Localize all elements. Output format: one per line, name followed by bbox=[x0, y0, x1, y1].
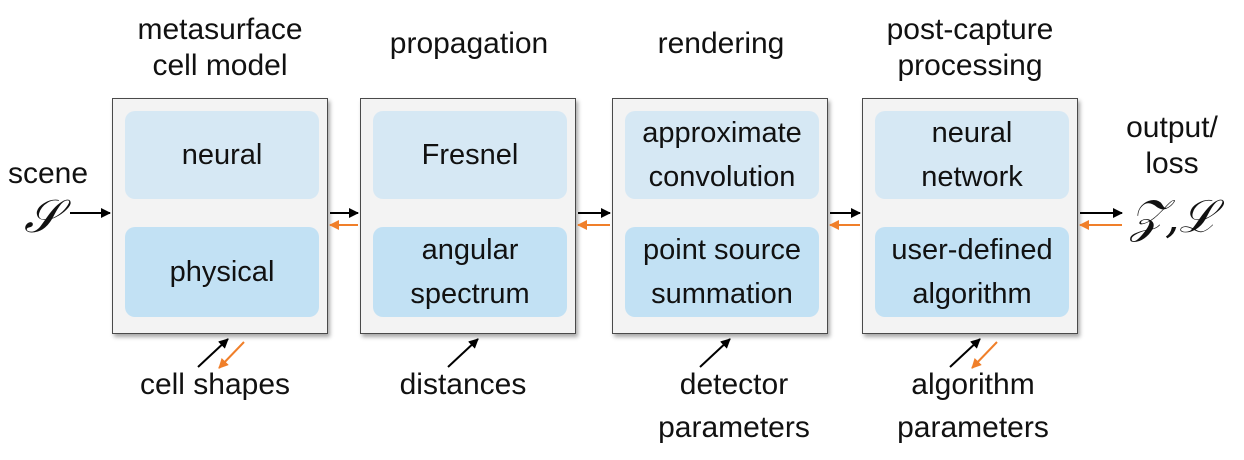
param-algorithm-parameters: algorithm parameters bbox=[897, 368, 1049, 444]
arrow-param-algorithm bbox=[949, 338, 981, 368]
arrow-param-distances bbox=[447, 338, 479, 368]
stage-title-propagation: propagation bbox=[389, 27, 549, 60]
option-neural-network: neural network bbox=[875, 111, 1069, 199]
input-label: scene bbox=[7, 157, 89, 190]
param-distances: distances bbox=[399, 368, 527, 401]
option-angular-spectrum: angular spectrum bbox=[373, 227, 567, 317]
arrow-param-detector bbox=[699, 338, 731, 368]
stage-box-propagation: Fresnel angular spectrum bbox=[360, 98, 576, 334]
option-neural: neural bbox=[125, 111, 319, 199]
option-fresnel: Fresnel bbox=[373, 111, 567, 199]
stage-title-post-capture: post-capture processing bbox=[886, 13, 1054, 82]
output-loss-symbol: 𝒵,ℒ bbox=[1130, 189, 1214, 243]
arrow-gradient-algorithm bbox=[971, 341, 998, 369]
param-cell-shapes: cell shapes bbox=[139, 368, 291, 401]
option-user-defined-algorithm: user-defined algorithm bbox=[875, 227, 1069, 317]
param-detector-parameters: detector parameters bbox=[658, 368, 810, 444]
stage-title-rendering: rendering bbox=[657, 27, 785, 60]
option-point-source-summation: point source summation bbox=[625, 227, 819, 317]
arrow-param-cell-shapes bbox=[197, 338, 229, 368]
scene-symbol: 𝒮 bbox=[24, 189, 60, 243]
stage-box-rendering: approximate convolution point source sum… bbox=[612, 98, 828, 334]
option-approximate-convolution: approximate convolution bbox=[625, 111, 819, 199]
stage-box-post-capture: neural network user-defined algorithm bbox=[862, 98, 1078, 334]
stage-title-cell-model: metasurface cell model bbox=[137, 13, 303, 82]
output-label: output/ loss bbox=[1126, 111, 1218, 180]
stage-box-cell-model: neural physical bbox=[112, 98, 328, 334]
option-physical: physical bbox=[125, 227, 319, 317]
arrow-gradient-cell-shapes bbox=[218, 341, 245, 369]
